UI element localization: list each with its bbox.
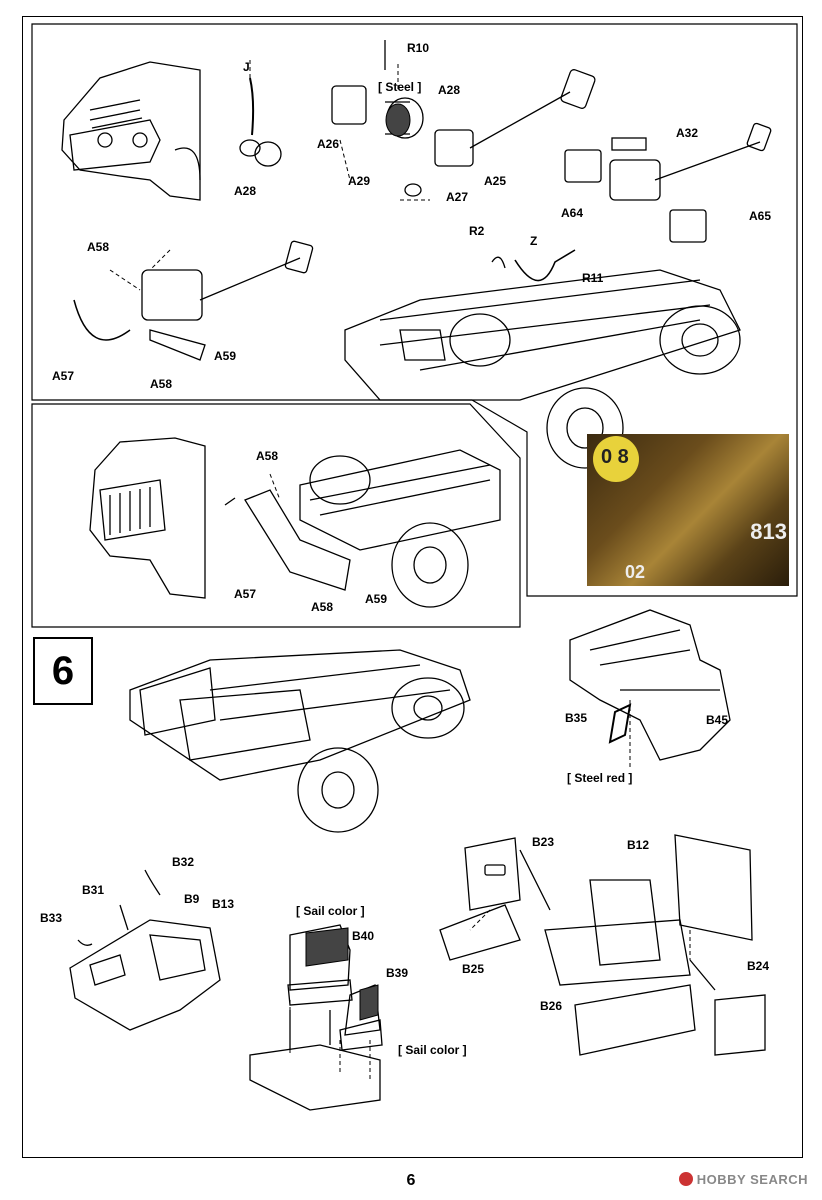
label-a28-left: A28 — [234, 184, 257, 198]
label-b40: B40 — [352, 929, 375, 943]
label-r11: R11 — [582, 271, 604, 285]
label-a29: A29 — [348, 174, 371, 188]
label-a59-b: A59 — [365, 592, 388, 606]
step-number: 6 — [33, 637, 93, 705]
label-b35: B35 — [565, 711, 588, 725]
label-b23: B23 — [532, 835, 555, 849]
floor-b13-illustration — [69, 869, 221, 1031]
label-a28-top: A28 — [438, 83, 461, 97]
photo-disk-text: 0 8 — [601, 446, 629, 468]
label-b24: B24 — [747, 959, 770, 973]
photo-disk: 0 8 — [593, 436, 639, 482]
note-sail-color-bottom: [ Sail color ] — [398, 1043, 467, 1057]
label-a32: A32 — [676, 126, 699, 140]
label-b39: B39 — [386, 966, 409, 980]
label-a58-d: A58 — [311, 600, 334, 614]
page-border — [22, 16, 803, 1158]
label-r2: R2 — [469, 224, 485, 238]
label-a57-a: A57 — [52, 369, 75, 383]
label-a64: A64 — [561, 206, 584, 220]
label-b33: B33 — [40, 911, 63, 925]
label-a57-b: A57 — [234, 587, 257, 601]
label-b31: B31 — [82, 883, 105, 897]
label-a26: A26 — [317, 137, 340, 151]
note-steel-red: [ Steel red ] — [567, 771, 633, 785]
label-a25: A25 — [484, 174, 507, 188]
photo-number-right: 813 — [750, 519, 787, 544]
reference-photo: 0 8 813 02 — [587, 434, 789, 586]
note-sail-color-top: [ Sail color ] — [296, 904, 365, 918]
watermark-text: HOBBY SEARCH — [696, 1172, 808, 1187]
label-a58-b: A58 — [150, 377, 173, 391]
label-b9: B9 — [184, 892, 200, 906]
chassis-top-illustration — [344, 269, 741, 469]
photo-number-bottom: 02 — [625, 562, 646, 582]
label-a58-c: A58 — [256, 449, 279, 463]
label-b12: B12 — [627, 838, 650, 852]
note-steel: [ Steel ] — [378, 80, 422, 94]
chassis-step6-illustration — [129, 649, 471, 833]
label-a27: A27 — [446, 190, 469, 204]
label-a59-a: A59 — [214, 349, 237, 363]
hobby-search-logo-icon — [678, 1172, 693, 1186]
label-b32: B32 — [172, 855, 195, 869]
label-r10: R10 — [407, 41, 430, 55]
page-number: 6 — [406, 1172, 416, 1189]
watermark: HOBBY SEARCH — [678, 1172, 808, 1187]
label-j: J — [243, 60, 250, 74]
truck-front-top-illustration — [61, 61, 201, 201]
label-b26: B26 — [540, 999, 563, 1013]
label-b13: B13 — [212, 897, 235, 911]
label-b25: B25 — [462, 962, 485, 976]
label-z: Z — [530, 234, 538, 248]
label-a58-a: A58 — [87, 240, 110, 254]
label-a65: A65 — [749, 209, 772, 223]
label-b45: B45 — [706, 713, 729, 727]
